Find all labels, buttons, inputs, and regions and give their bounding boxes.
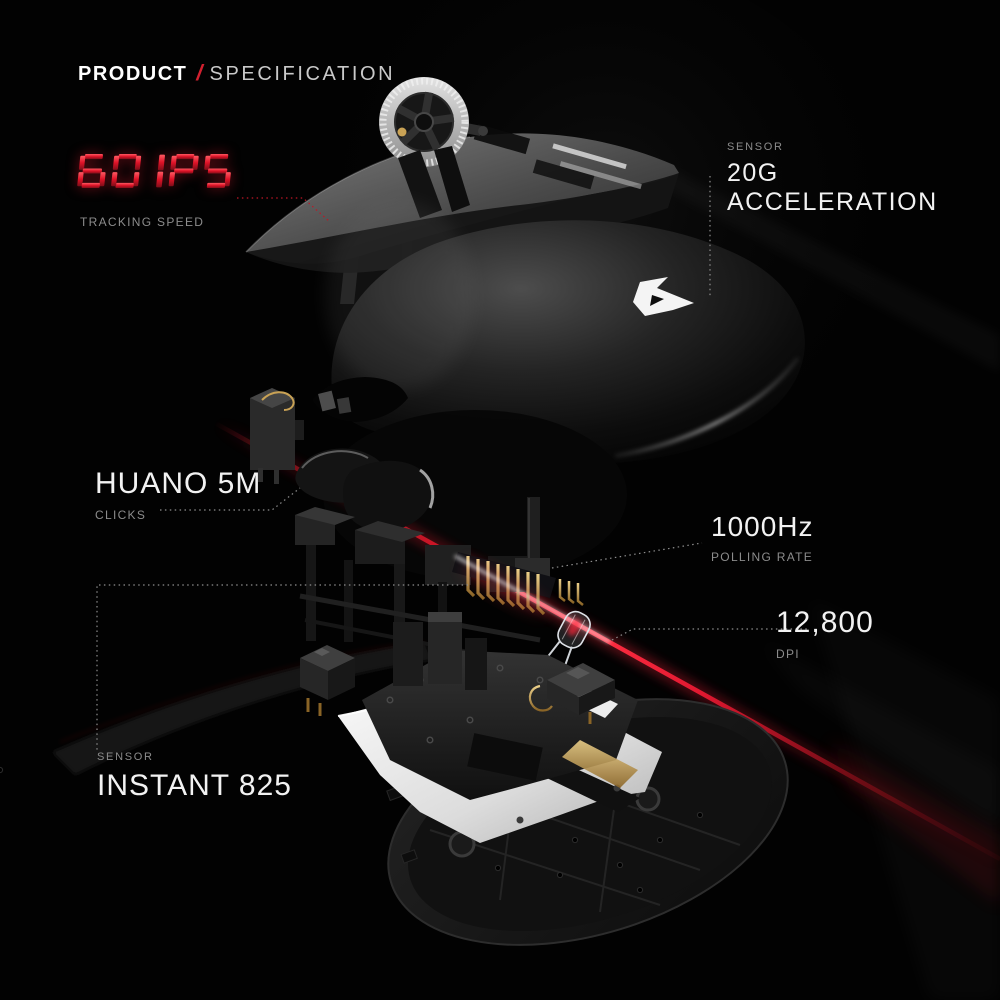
dpi-value: 12,800 [776, 606, 874, 639]
mouse-shell [312, 200, 805, 580]
side-button-covers [295, 448, 435, 532]
polling-rate-callout: 1000Hz POLLING RATE [711, 511, 814, 564]
dpi-callout: 12,800 DPI [776, 606, 874, 661]
acceleration-eyebrow: SENSOR [727, 141, 784, 153]
scroll-wheel [379, 77, 488, 218]
cutout-clips [318, 390, 352, 414]
polling-rate-value: 1000Hz [711, 511, 814, 542]
sensor-model-eyebrow: SENSOR [97, 751, 154, 763]
plate-detail [473, 123, 642, 190]
tracking-speed-lcd-value [77, 154, 231, 188]
dpi-caption: DPI [776, 647, 800, 661]
pcb-connector-blocks [393, 612, 487, 690]
sensor-model-value: INSTANT 825 [97, 769, 292, 802]
switch-spring-wire [528, 684, 553, 712]
acceleration-callout: SENSOR 20G ACCELERATION [727, 141, 938, 216]
title-product: PRODUCT [78, 63, 188, 85]
tracking-speed-caption: TRACKING SPEED [80, 215, 205, 229]
leader-polling-rate [551, 542, 703, 569]
leader-sensor-model [96, 584, 468, 752]
encoder-stem [527, 497, 540, 569]
page-title: PRODUCT / SPECIFICATION [78, 60, 395, 86]
title-specification: SPECIFICATION [209, 63, 396, 85]
polling-rate-caption: POLLING RATE [711, 550, 814, 564]
clicks-caption: CLICKS [95, 508, 147, 522]
acceleration-value-line2: ACCELERATION [727, 187, 938, 216]
switch-spring-wire [261, 391, 295, 411]
acceleration-value-line1: 20G [727, 159, 779, 187]
brand-logo-icon [633, 277, 694, 316]
front-button-cutout [312, 377, 408, 422]
clicks-callout: HUANO 5M CLICKS [95, 467, 261, 522]
micro-switch-bottom-left [300, 645, 355, 716]
main-button-switch [250, 388, 304, 484]
gold-contact-strip [562, 740, 638, 788]
led-lens [538, 610, 591, 674]
laser-hot-core [454, 554, 611, 644]
sensor-model-callout: SENSOR INSTANT 825 [97, 751, 292, 803]
axle-screw [397, 127, 407, 137]
micro-switch-bottom-right [528, 663, 615, 724]
callout-lines [96, 176, 810, 752]
clicks-value: HUANO 5M [95, 467, 262, 500]
title-divider-slash: / [196, 60, 203, 85]
